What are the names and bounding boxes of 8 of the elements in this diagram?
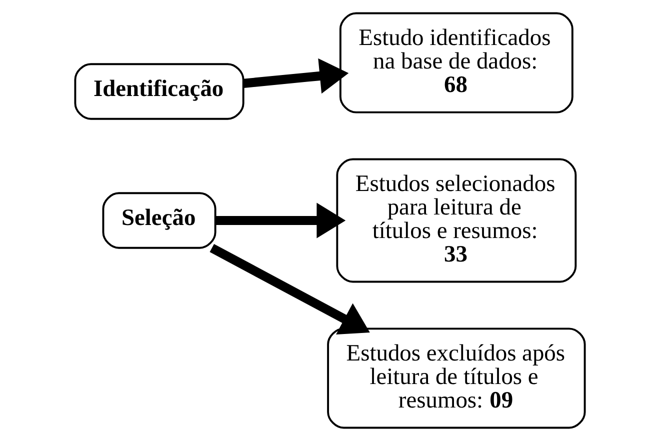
arrow <box>242 58 349 94</box>
node-box: Estudos selecionados para leitura de títulos e resumos: 33 <box>336 158 577 283</box>
node-box: Seleção <box>102 192 216 249</box>
node-box: Estudos excluídos após leitura de títulos e resumos: 09 <box>327 328 586 429</box>
node-box: Identificação <box>74 63 244 120</box>
node-box: Estudo identificados na base de dados: 68 <box>339 12 574 114</box>
arrow <box>210 244 370 335</box>
arrow <box>216 202 346 238</box>
